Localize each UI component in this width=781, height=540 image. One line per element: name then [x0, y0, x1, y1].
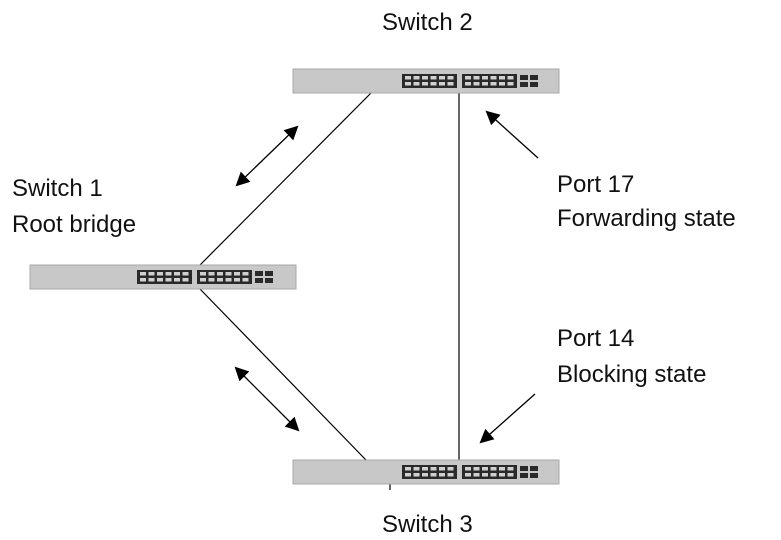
port-cell: [200, 278, 206, 282]
port-cell: [507, 82, 514, 86]
port-cell: [148, 278, 155, 282]
port-cell: [499, 473, 505, 477]
port14-state-label: Blocking state: [557, 361, 707, 388]
port-cell: [430, 76, 437, 80]
switch3-label: Switch 3: [382, 511, 473, 538]
port-cell: [157, 272, 163, 276]
port-cell: [413, 82, 420, 86]
link-switch1-switch3: [199, 288, 367, 461]
port-cell: [182, 278, 189, 282]
port-cell: [482, 467, 488, 471]
port-cell: [174, 272, 180, 276]
port-cell: [234, 278, 240, 282]
port-cell: [225, 278, 232, 282]
port-cell: [405, 82, 411, 86]
port-cell: [174, 278, 180, 282]
bidirectional-arrow-upper: [235, 125, 299, 187]
port-cell: [234, 272, 240, 276]
switch1-device: [29, 264, 297, 290]
port-cell: [439, 76, 445, 80]
port17-pointer-arrow: [485, 110, 539, 159]
port-cell: [422, 76, 428, 80]
port-cell: [157, 278, 163, 282]
link-switch1-switch2: [199, 92, 372, 266]
port-cell: [465, 76, 471, 80]
port-cell: [242, 278, 249, 282]
switch1-label: Switch 1: [12, 175, 103, 202]
port14-label: Port 14: [557, 325, 635, 352]
port-cell: [490, 473, 497, 477]
port14-pointer-arrow: [479, 393, 536, 444]
port-cell: [507, 76, 514, 80]
port-cell: [447, 467, 454, 471]
port-cell: [242, 272, 249, 276]
port-cell: [439, 82, 445, 86]
port-cell: [405, 76, 411, 80]
switch1-role-label: Root bridge: [12, 211, 137, 238]
port-cell: [140, 278, 146, 282]
port-cell: [473, 473, 480, 477]
port-cell: [413, 473, 420, 477]
switch3-device: [292, 459, 560, 485]
port-cell: [413, 467, 420, 471]
port-cell: [422, 473, 428, 477]
port-cell: [490, 82, 497, 86]
port-cell: [439, 473, 445, 477]
port-cell: [405, 467, 411, 471]
port-cell: [482, 473, 488, 477]
port-cell: [499, 76, 505, 80]
port-cell: [165, 278, 172, 282]
port-cell: [482, 82, 488, 86]
port-cell: [447, 76, 454, 80]
port17-label: Port 17: [557, 171, 635, 198]
port-cell: [473, 467, 480, 471]
port-cell: [165, 272, 172, 276]
port-cell: [482, 76, 488, 80]
port-cell: [217, 272, 223, 276]
port-cell: [208, 278, 215, 282]
port-cell: [405, 473, 411, 477]
port-cell: [507, 467, 514, 471]
port-cell: [507, 473, 514, 477]
port-cell: [465, 467, 471, 471]
port-cell: [490, 76, 497, 80]
port-cell: [422, 82, 428, 86]
port-cell: [490, 467, 497, 471]
port-cell: [473, 82, 480, 86]
port-cell: [225, 272, 232, 276]
port-cell: [473, 76, 480, 80]
switch2-label: Switch 2: [382, 9, 473, 36]
switch2-device: [292, 68, 560, 94]
port17-state-label: Forwarding state: [557, 205, 736, 232]
port-cell: [200, 272, 206, 276]
port-cell: [439, 467, 445, 471]
port-cell: [430, 467, 437, 471]
port-cell: [140, 272, 146, 276]
port-cell: [208, 272, 215, 276]
port-cell: [447, 82, 454, 86]
port-cell: [465, 82, 471, 86]
port-cell: [430, 473, 437, 477]
port-cell: [217, 278, 223, 282]
port-cell: [148, 272, 155, 276]
port-cell: [430, 82, 437, 86]
port-cell: [413, 76, 420, 80]
port-cell: [422, 467, 428, 471]
port-cell: [465, 473, 471, 477]
port-cell: [499, 82, 505, 86]
bidirectional-arrow-lower: [234, 366, 300, 432]
port-cell: [182, 272, 189, 276]
port-cell: [499, 467, 505, 471]
port-cell: [447, 473, 454, 477]
